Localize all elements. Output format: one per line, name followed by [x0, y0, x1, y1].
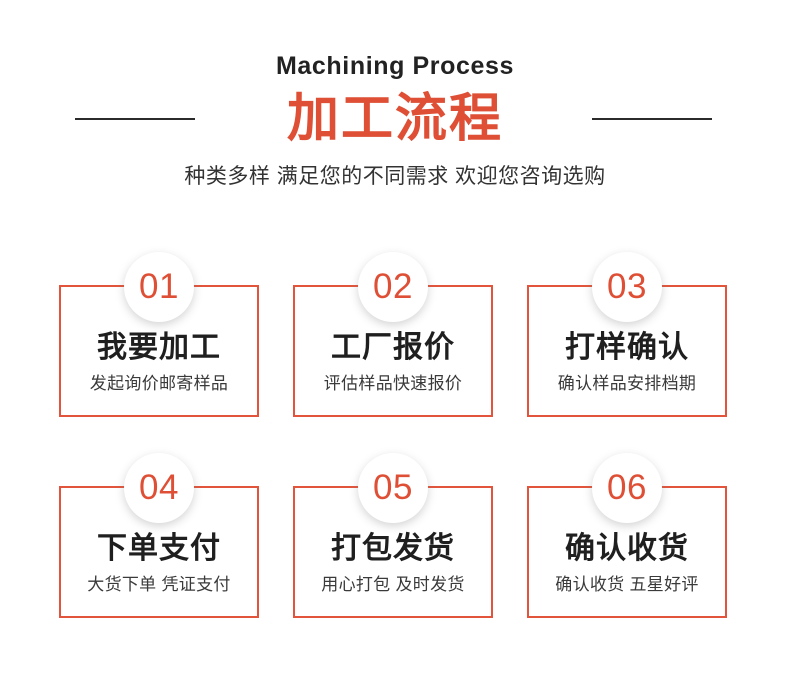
header-title-row: 加工流程 — [0, 88, 790, 150]
step-number: 05 — [373, 468, 413, 507]
header-rule-right — [592, 118, 712, 120]
process-step-card-05: 05 打包发货 用心打包 及时发货 — [293, 453, 493, 618]
page-title: 加工流程 — [286, 90, 503, 148]
step-number: 03 — [607, 267, 647, 306]
header-subtitle: 种类多样 满足您的不同需求 欢迎您咨询选购 — [184, 165, 606, 188]
step-description: 发起询价邮寄样品 — [89, 374, 229, 393]
process-step-card-02: 02 工厂报价 评估样品快速报价 — [293, 252, 493, 417]
step-title: 我要加工 — [97, 331, 221, 364]
process-step-card-03: 03 打样确认 确认样品安排档期 — [527, 252, 727, 417]
step-title: 打包发货 — [331, 532, 455, 565]
step-number: 04 — [139, 468, 179, 507]
step-description: 确认样品安排档期 — [557, 374, 697, 393]
process-step-card-06: 06 确认收货 确认收货 五星好评 — [527, 453, 727, 618]
step-card-body: 打包发货 用心打包 及时发货 — [295, 488, 491, 616]
step-title: 下单支付 — [97, 532, 221, 565]
step-description: 确认收货 五星好评 — [555, 575, 699, 594]
process-step-card-01: 01 我要加工 发起询价邮寄样品 — [59, 252, 259, 417]
step-card-body: 打样确认 确认样品安排档期 — [529, 287, 725, 415]
step-card-body: 我要加工 发起询价邮寄样品 — [61, 287, 257, 415]
process-step-card-04: 04 下单支付 大货下单 凭证支付 — [59, 453, 259, 618]
step-number-badge: 06 — [592, 453, 662, 523]
step-number: 01 — [139, 267, 179, 306]
header-eyebrow-english: Machining Process — [275, 52, 515, 80]
step-number-badge: 02 — [358, 252, 428, 322]
step-number-badge: 04 — [124, 453, 194, 523]
step-description: 评估样品快速报价 — [323, 374, 463, 393]
step-number: 06 — [607, 468, 647, 507]
step-number-badge: 01 — [124, 252, 194, 322]
step-description: 大货下单 凭证支付 — [87, 575, 231, 594]
step-number-badge: 03 — [592, 252, 662, 322]
step-number: 02 — [373, 267, 413, 306]
step-card-body: 下单支付 大货下单 凭证支付 — [61, 488, 257, 616]
step-title: 确认收货 — [565, 532, 689, 565]
step-title: 打样确认 — [565, 331, 689, 364]
step-number-badge: 05 — [358, 453, 428, 523]
step-card-body: 工厂报价 评估样品快速报价 — [295, 287, 491, 415]
process-step-grid: 01 我要加工 发起询价邮寄样品 02 工厂报价 评估样品快速报价 03 打样确… — [59, 252, 731, 622]
step-title: 工厂报价 — [331, 331, 455, 364]
page-header: Machining Process 加工流程 种类多样 满足您的不同需求 欢迎您… — [0, 0, 790, 215]
step-description: 用心打包 及时发货 — [321, 575, 465, 594]
step-card-body: 确认收货 确认收货 五星好评 — [529, 488, 725, 616]
header-rule-left — [75, 118, 195, 120]
